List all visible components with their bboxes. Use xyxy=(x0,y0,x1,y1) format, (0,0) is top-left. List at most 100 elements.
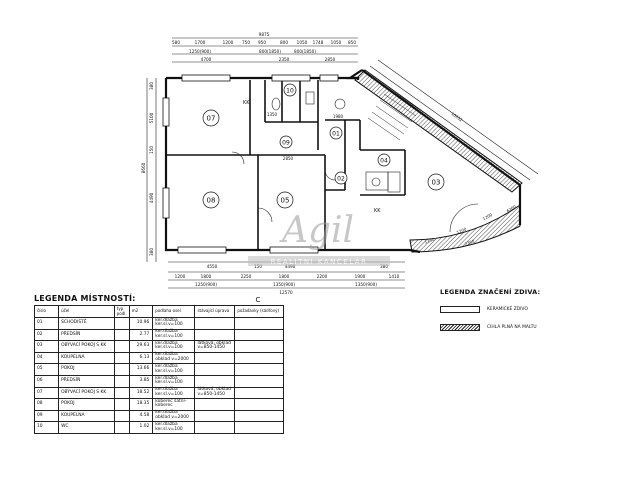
room-requirement xyxy=(234,351,284,365)
room-floor: ker.dlažba ker.sl.v=100 xyxy=(152,421,196,434)
floor-type xyxy=(113,374,130,388)
angled-wall xyxy=(354,69,523,193)
col-header: číslo xyxy=(33,305,60,318)
dim-bottom-total: 12570 xyxy=(279,290,293,295)
room-wall: látková, obklad v=850-1450 xyxy=(194,386,236,400)
room-area: 3.85 xyxy=(128,374,154,388)
dim-bottom: 1250(900) xyxy=(195,282,217,287)
wall-legend-title: LEGENDA ZNAČENÍ ZDIVA: xyxy=(440,288,541,296)
room-legend: LEGENDA MÍSTNOSTÍ: číslo účel typ podl. … xyxy=(33,294,284,434)
dim-diagonal: 1200 xyxy=(456,226,468,235)
col-header: podlaha osel xyxy=(152,305,196,318)
floor-type xyxy=(113,409,130,423)
room-floor: ker.dlažba ker.sl.v=100 xyxy=(152,374,196,388)
room-wall xyxy=(194,409,236,423)
dim-diagonal: 1200 xyxy=(482,212,494,221)
room-floor: ker.dlažba obklad v=2000 xyxy=(152,409,196,423)
room-number: 04 xyxy=(33,351,60,365)
floor-type xyxy=(113,317,130,330)
room-name: OBÝVACÍ POKOJ S KK xyxy=(58,386,115,400)
dim-top: 800(1850) xyxy=(259,49,281,54)
watermark-tagline: REALITNÍ KANCELÁŘ xyxy=(271,257,368,266)
room-area: 2.77 xyxy=(128,328,154,342)
dim-bottom: 2200 xyxy=(317,274,328,279)
dim-diagonal: 6360 xyxy=(506,204,518,214)
room-floor: ker.dlažba ker.sl.v=100 xyxy=(152,317,196,330)
dim-bottom: 150 xyxy=(254,264,262,269)
agil-watermark: Agil REALITNÍ KANCELÁŘ xyxy=(248,210,390,266)
room-number: 07 xyxy=(33,386,60,400)
room-requirement xyxy=(234,363,284,376)
dim-top-total: 9875 xyxy=(259,32,270,37)
room-area: 29.63 xyxy=(128,340,154,353)
dim-diagonal: 2350 xyxy=(464,238,476,246)
kk-label: KK xyxy=(374,208,381,214)
room-name: PŘEDSÍŇ xyxy=(58,374,115,388)
room-name: WC xyxy=(58,421,115,434)
room-03-marker: 03 xyxy=(427,173,445,191)
dim-top: 950 xyxy=(258,40,266,45)
room-requirement xyxy=(234,386,284,400)
col-header: m2 xyxy=(128,305,154,318)
dim-bottom: 1200 xyxy=(175,274,186,279)
room-03-label: 03 xyxy=(432,179,441,187)
col-header: stávající úprava xyxy=(194,305,236,318)
dim-bottom: 380 xyxy=(380,264,388,269)
room-wall: látková, obklad v=850-1450 xyxy=(194,340,236,353)
room-07-label: 07 xyxy=(207,115,216,123)
room-requirement xyxy=(234,340,284,353)
wall-legend: LEGENDA ZNAČENÍ ZDIVA: KERAMICKÉ ZDIVO C… xyxy=(440,288,590,339)
dim-top: 800(1850) xyxy=(294,49,316,54)
room-wall xyxy=(194,374,236,388)
dim-top: 1200 xyxy=(223,40,234,45)
dim-interior: 2850 xyxy=(283,156,294,161)
dim-bottom: 1350(900) xyxy=(355,282,377,287)
room-requirement xyxy=(234,328,284,342)
wall-legend-item: KERAMICKÉ ZDIVO xyxy=(440,303,590,315)
col-header: požadavky (sádřový) xyxy=(234,305,284,318)
dim-top: 4700 xyxy=(201,57,212,62)
dim-top: 1700 xyxy=(195,40,206,45)
floor-type xyxy=(113,421,130,434)
room-01-marker: 01 xyxy=(329,126,343,140)
kk-label: KK xyxy=(243,100,250,106)
room-requirement xyxy=(234,409,284,423)
room-04-marker: 04 xyxy=(377,153,391,167)
dim-bottom: 4550 xyxy=(207,264,218,269)
room-area: 6.13 xyxy=(128,351,154,365)
room-number: 09 xyxy=(33,409,60,423)
room-area: 13.66 xyxy=(128,363,154,376)
dim-bottom: 1800 xyxy=(201,274,212,279)
room-wall xyxy=(194,421,236,434)
dim-bottom: 1410 xyxy=(389,274,400,279)
dim-top: 850 xyxy=(348,40,356,45)
floor-type xyxy=(113,386,130,400)
floor-type xyxy=(113,351,130,365)
section-marker: C xyxy=(256,296,261,304)
dim-interior: 1350 xyxy=(267,112,278,117)
dim-top: 1748 xyxy=(313,40,324,45)
room-name: POKOJ xyxy=(58,363,115,376)
dim-top: 2350 xyxy=(279,57,290,62)
room-02-marker: 02 xyxy=(334,171,348,185)
room-10-marker: 10 xyxy=(283,83,297,97)
room-requirement xyxy=(234,317,284,330)
room-legend-table: číslo účel typ podl. m2 podlaha osel stá… xyxy=(33,305,284,434)
floor-type xyxy=(113,328,130,342)
room-name: PŘEDSÍŇ xyxy=(58,328,115,342)
dim-top: 800 xyxy=(280,40,288,45)
dim-top: 580 xyxy=(172,40,180,45)
room-area: 18.35 xyxy=(128,398,154,411)
col-header: typ podl. xyxy=(113,305,130,318)
room-requirement xyxy=(234,398,284,411)
room-floor: ker.dlažba ker.sl.v=100 xyxy=(152,363,196,376)
ceramic-wall-swatch xyxy=(440,305,480,313)
room-floor: ker.dlažba obklad v=2000 xyxy=(152,351,196,365)
